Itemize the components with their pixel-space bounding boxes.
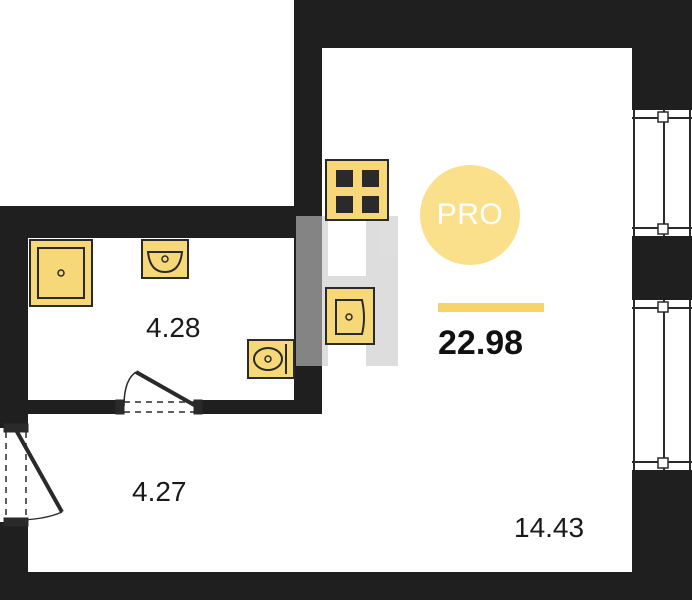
kitchen-sink-icon xyxy=(325,287,375,345)
pro-badge-text: PRO xyxy=(436,198,504,231)
accent-bar xyxy=(438,303,544,312)
toilet-icon xyxy=(247,339,295,379)
room-area-hallway: 4.27 xyxy=(132,476,187,507)
entrance-door xyxy=(3,423,64,527)
window-lower xyxy=(632,300,692,470)
stove-icon xyxy=(325,159,389,221)
bathroom-door xyxy=(115,370,203,415)
room-area-bathroom: 4.28 xyxy=(146,312,201,343)
room-area-living: 14.43 xyxy=(514,512,585,543)
washbasin-icon xyxy=(141,239,189,279)
total-area: 22.98 xyxy=(438,324,524,362)
window-upper xyxy=(632,110,692,236)
shower-icon xyxy=(29,239,93,307)
pro-badge: PRO xyxy=(420,165,520,265)
